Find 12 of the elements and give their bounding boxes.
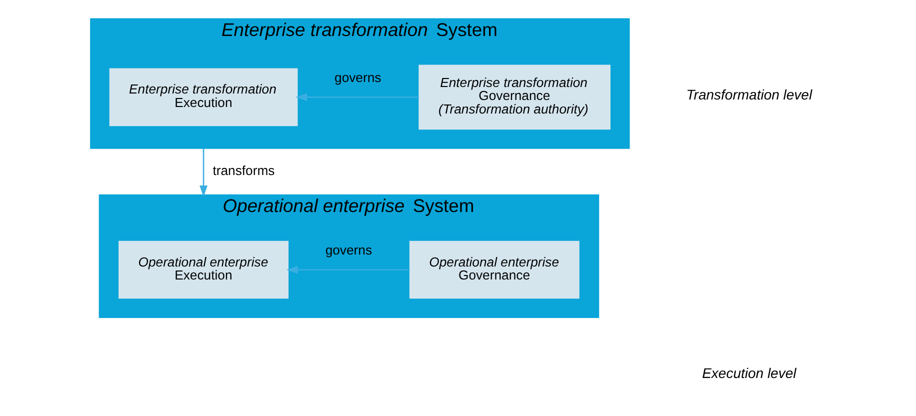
edge-label: governs (324, 242, 372, 258)
arrow (295, 93, 418, 102)
node-box: Operational enterprise Governance (408, 240, 579, 299)
label: Transformation level (686, 86, 812, 103)
label: Execution level (702, 365, 796, 382)
arrow (199, 148, 208, 197)
node-box: Enterprise transformation Execution (108, 68, 298, 126)
arrow (286, 266, 410, 274)
edge-label: transforms (212, 163, 274, 178)
edge-label: governs (334, 70, 381, 85)
node-box: Enterprise transformation Governance (Transformation authority) (418, 64, 610, 130)
node-box: Operational enterprise Execution (118, 240, 288, 299)
